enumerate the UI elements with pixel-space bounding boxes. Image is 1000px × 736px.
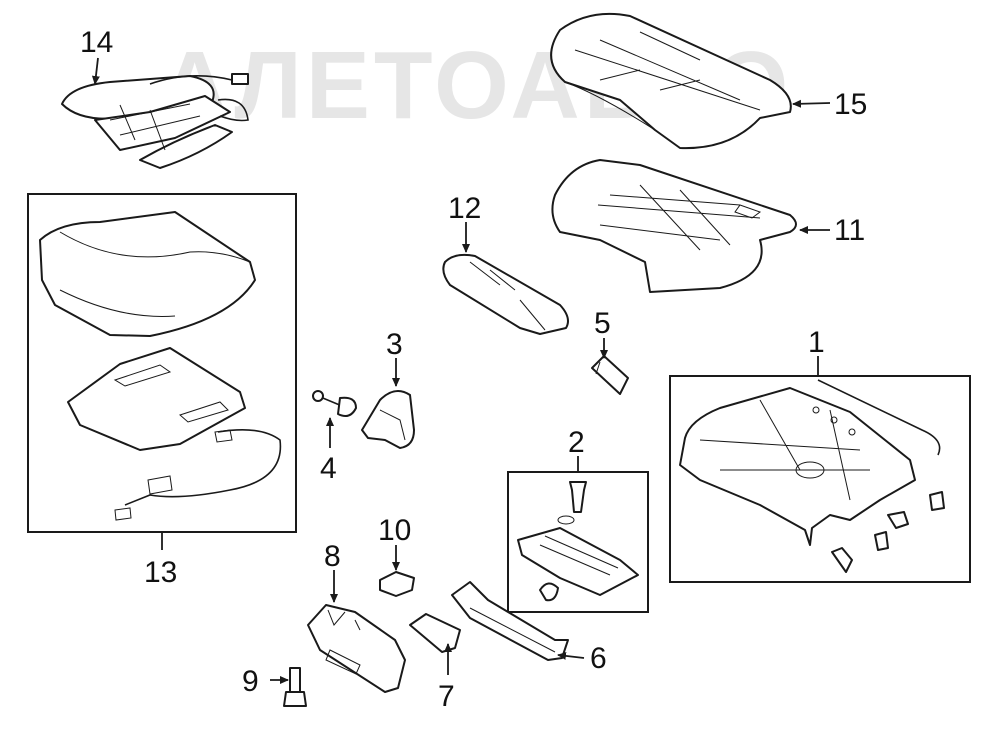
part-1-box — [669, 375, 971, 583]
part-7-trim — [409, 613, 461, 653]
part-9-bolt — [283, 667, 307, 707]
part-4-clip — [312, 390, 357, 417]
callout-7: 7 — [438, 680, 455, 713]
callout-9: 9 — [242, 665, 259, 698]
callout-8: 8 — [324, 540, 341, 573]
callout-5: 5 — [594, 307, 611, 340]
part-5-plug — [591, 355, 629, 395]
part-6-front-trim — [451, 581, 569, 661]
part-14-seat-heater-mat — [61, 73, 249, 169]
callout-14: 14 — [80, 26, 113, 59]
callout-2: 2 — [568, 426, 585, 459]
callout-15: 15 — [834, 88, 867, 121]
callout-labels: 14 15 11 12 5 1 3 4 2 13 10 8 9 7 6 — [80, 26, 867, 713]
callout-6: 6 — [590, 642, 607, 675]
callout-13: 13 — [144, 556, 177, 589]
part-1-seat-frame — [679, 379, 945, 573]
callout-1: 1 — [808, 326, 825, 359]
part-10-cap — [379, 571, 415, 597]
part-12-front-pad — [442, 253, 569, 335]
part-13-cushion-assembly — [39, 211, 282, 521]
callout-12: 12 — [448, 192, 481, 225]
part-2-hinge-assembly — [517, 481, 639, 602]
leader-lines — [91, 57, 831, 684]
part-3-bracket — [361, 390, 415, 449]
part-15-cushion-cover — [550, 12, 792, 150]
callout-10: 10 — [378, 514, 411, 547]
part-8-side-cover — [307, 604, 406, 693]
callout-3: 3 — [386, 328, 403, 361]
callout-11: 11 — [834, 214, 865, 247]
callout-4: 4 — [320, 452, 337, 485]
part-11-cushion-pad — [551, 159, 797, 293]
